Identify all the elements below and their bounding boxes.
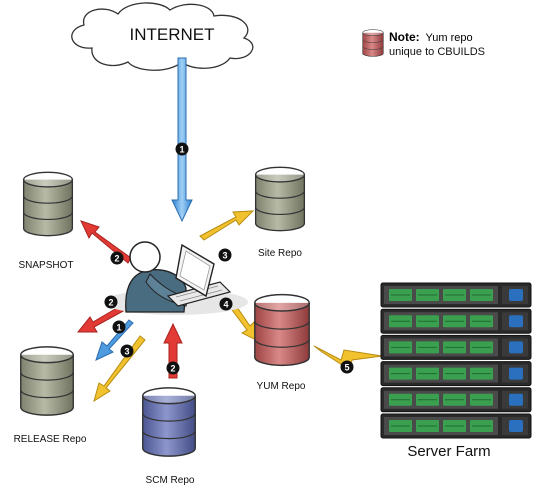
yum-repo-label: YUM Repo: [257, 381, 306, 392]
server-farm-label: Server Farm: [407, 443, 490, 460]
server-unit: [380, 413, 532, 439]
lightning-to-server-farm: [313, 345, 383, 371]
svg-text:3: 3: [124, 346, 129, 356]
snapshot-label: SNAPSHOT: [18, 260, 73, 271]
step-badge-release-deploy: 2: [104, 295, 118, 309]
svg-text:2: 2: [108, 297, 113, 307]
step-badge-release-site: 3: [120, 344, 134, 358]
note-line1: Yum repo: [426, 32, 473, 44]
note-db-icon: [362, 29, 384, 57]
site-repo-label: Site Repo: [258, 248, 302, 259]
step-badge-scm: 2: [166, 361, 180, 375]
svg-text:2: 2: [114, 253, 119, 263]
svg-text:1: 1: [179, 144, 184, 154]
server-unit: [380, 361, 532, 387]
site-repo-db-icon: [254, 166, 306, 232]
svg-text:2: 2: [170, 363, 175, 373]
arrow-to-site-repo: [199, 210, 255, 241]
step-badge-yum: 4: [219, 297, 233, 311]
arrow-to-snapshot: [80, 220, 132, 264]
yum-repo-db-icon: [254, 293, 310, 367]
server-unit: [380, 387, 532, 413]
step-badge-release-fetch: 1: [112, 320, 126, 334]
step-badge-internet: 1: [175, 142, 189, 156]
server-farm-icon: [380, 282, 532, 439]
step-badge-farm: 5: [340, 360, 354, 374]
server-unit: [380, 282, 532, 308]
note-text: Note: Yum repo: [389, 30, 473, 44]
server-unit: [380, 334, 532, 360]
internet-label: INTERNET: [130, 25, 215, 44]
step-badge-site: 3: [218, 248, 232, 262]
svg-text:1: 1: [116, 322, 121, 332]
note-line2: unique to CBUILDS: [389, 46, 485, 58]
arrow-to-release-red: [76, 304, 126, 333]
svg-text:5: 5: [344, 362, 349, 372]
release-repo-db-icon: [19, 346, 75, 416]
internet-cloud-icon: [71, 2, 254, 71]
snapshot-db-icon: [22, 171, 74, 237]
note-bold: Note:: [389, 30, 420, 44]
step-badge-snapshot: 2: [110, 251, 124, 265]
scm-repo-db-icon: [141, 387, 197, 457]
server-unit: [380, 308, 532, 334]
release-repo-label: RELEASE Repo: [14, 434, 87, 445]
arrow-internet: [171, 57, 193, 223]
scm-repo-label: SCM Repo: [146, 475, 195, 486]
developer-laptop-icon: [104, 241, 248, 315]
svg-text:3: 3: [222, 250, 227, 260]
svg-text:4: 4: [223, 299, 228, 309]
